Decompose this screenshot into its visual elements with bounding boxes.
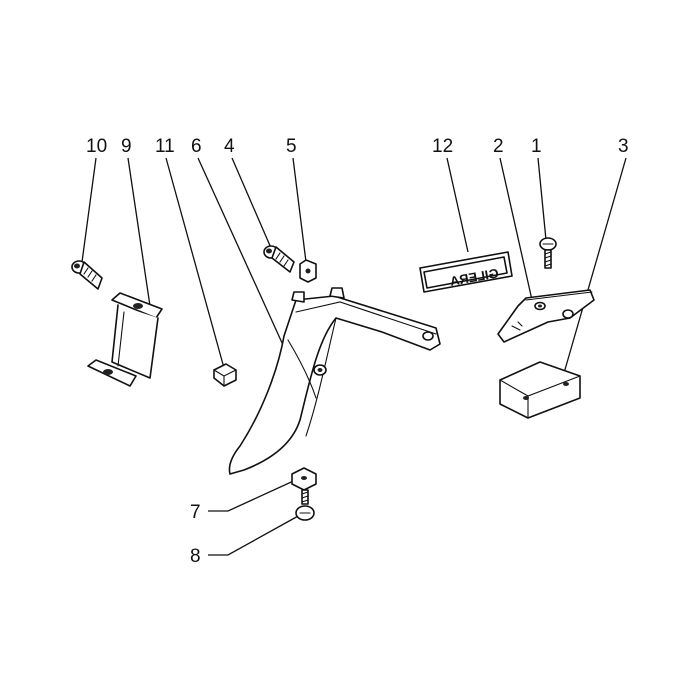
leader-3 [561, 157, 627, 381]
bracket-part-9 [87, 292, 163, 387]
leader-6 [197, 157, 284, 346]
leader-8 [208, 514, 301, 556]
callout-6: 6 [191, 136, 202, 157]
callout-8: 8 [190, 546, 201, 567]
leader-4 [231, 157, 272, 249]
bolt-part-10 [71, 260, 103, 290]
callout-2: 2 [493, 136, 504, 157]
bolt-part-4 [263, 245, 295, 273]
leader-12 [446, 157, 469, 253]
callout-10: 10 [86, 136, 107, 157]
leader-5 [292, 157, 307, 263]
callout-4: 4 [224, 136, 235, 157]
nut-part-11 [213, 363, 237, 387]
leader-11 [165, 157, 225, 369]
screw-part-8 [295, 489, 315, 521]
callout-9: 9 [121, 136, 132, 157]
leader-9 [127, 157, 151, 307]
leader-lines [81, 157, 627, 556]
callout-11: 11 [155, 136, 175, 157]
pad-part-3 [499, 361, 581, 419]
callout-7: 7 [190, 502, 201, 523]
screw-part-1 [539, 237, 557, 269]
callout-5: 5 [286, 136, 297, 157]
callout-12: 12 [432, 136, 453, 157]
leader-7 [208, 477, 301, 512]
clip-part-7 [291, 467, 317, 491]
holder-part-2 [497, 289, 595, 343]
fender-part-6 [228, 259, 441, 475]
leader-1 [537, 157, 547, 241]
callout-3: 3 [618, 136, 629, 157]
leader-10 [81, 157, 97, 263]
leader-2 [499, 157, 533, 301]
callout-1: 1 [531, 136, 542, 157]
decal-part-12: GILERA [419, 251, 513, 293]
